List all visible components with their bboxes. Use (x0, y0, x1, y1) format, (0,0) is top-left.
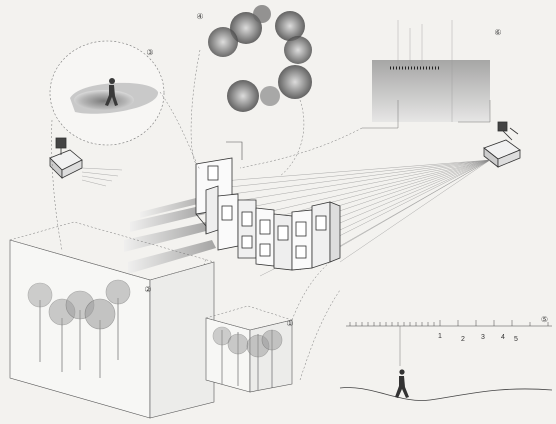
svg-text:①: ① (286, 319, 293, 328)
vignette-tree-ring (208, 5, 312, 112)
soil-panel (372, 60, 490, 122)
callout-marker-1: ① (286, 319, 293, 328)
callout-marker-3: ③ (146, 48, 153, 57)
svg-text:⑥: ⑥ (494, 28, 501, 37)
tree-group-small (212, 326, 283, 390)
callout-marker-2: ② (144, 285, 151, 294)
ground-line (339, 387, 553, 401)
tree-group-large (27, 279, 131, 378)
forest-box-large (9, 221, 215, 419)
projector-right-icon (483, 121, 521, 168)
scale-tick-label: 5 (514, 336, 518, 343)
callout-markers: ② ③ ④ ⑥ ① ⑤ (144, 12, 548, 328)
walking-person-icon (395, 369, 409, 398)
scale-tick-label: 3 (481, 334, 485, 341)
walking-person-icon (105, 78, 118, 106)
ruler-ticks (349, 320, 549, 326)
svg-text:④: ④ (196, 12, 203, 21)
projection-fan (209, 159, 491, 277)
callout-marker-6: ⑥ (494, 28, 501, 37)
svg-text:②: ② (144, 285, 151, 294)
svg-text:⑤: ⑤ (541, 315, 548, 324)
projector-left-icon (49, 137, 83, 179)
scale-tick-label: 4 (501, 334, 505, 341)
light-beams (124, 198, 216, 274)
callout-marker-5: ⑤ (541, 315, 548, 324)
svg-text:③: ③ (146, 48, 153, 57)
vignette-soil (362, 20, 491, 129)
vignette-spotlight (49, 40, 165, 146)
scale-tick-label: 2 (461, 336, 465, 343)
forest-box-small (205, 305, 293, 393)
scale-section: 1 2 3 4 5 (339, 320, 553, 401)
scale-tick-label: 1 (438, 333, 442, 340)
projector-left-rays (81, 167, 123, 187)
callout-marker-4: ④ (196, 12, 203, 21)
building-model (195, 141, 341, 271)
spotlight-core (74, 90, 134, 110)
